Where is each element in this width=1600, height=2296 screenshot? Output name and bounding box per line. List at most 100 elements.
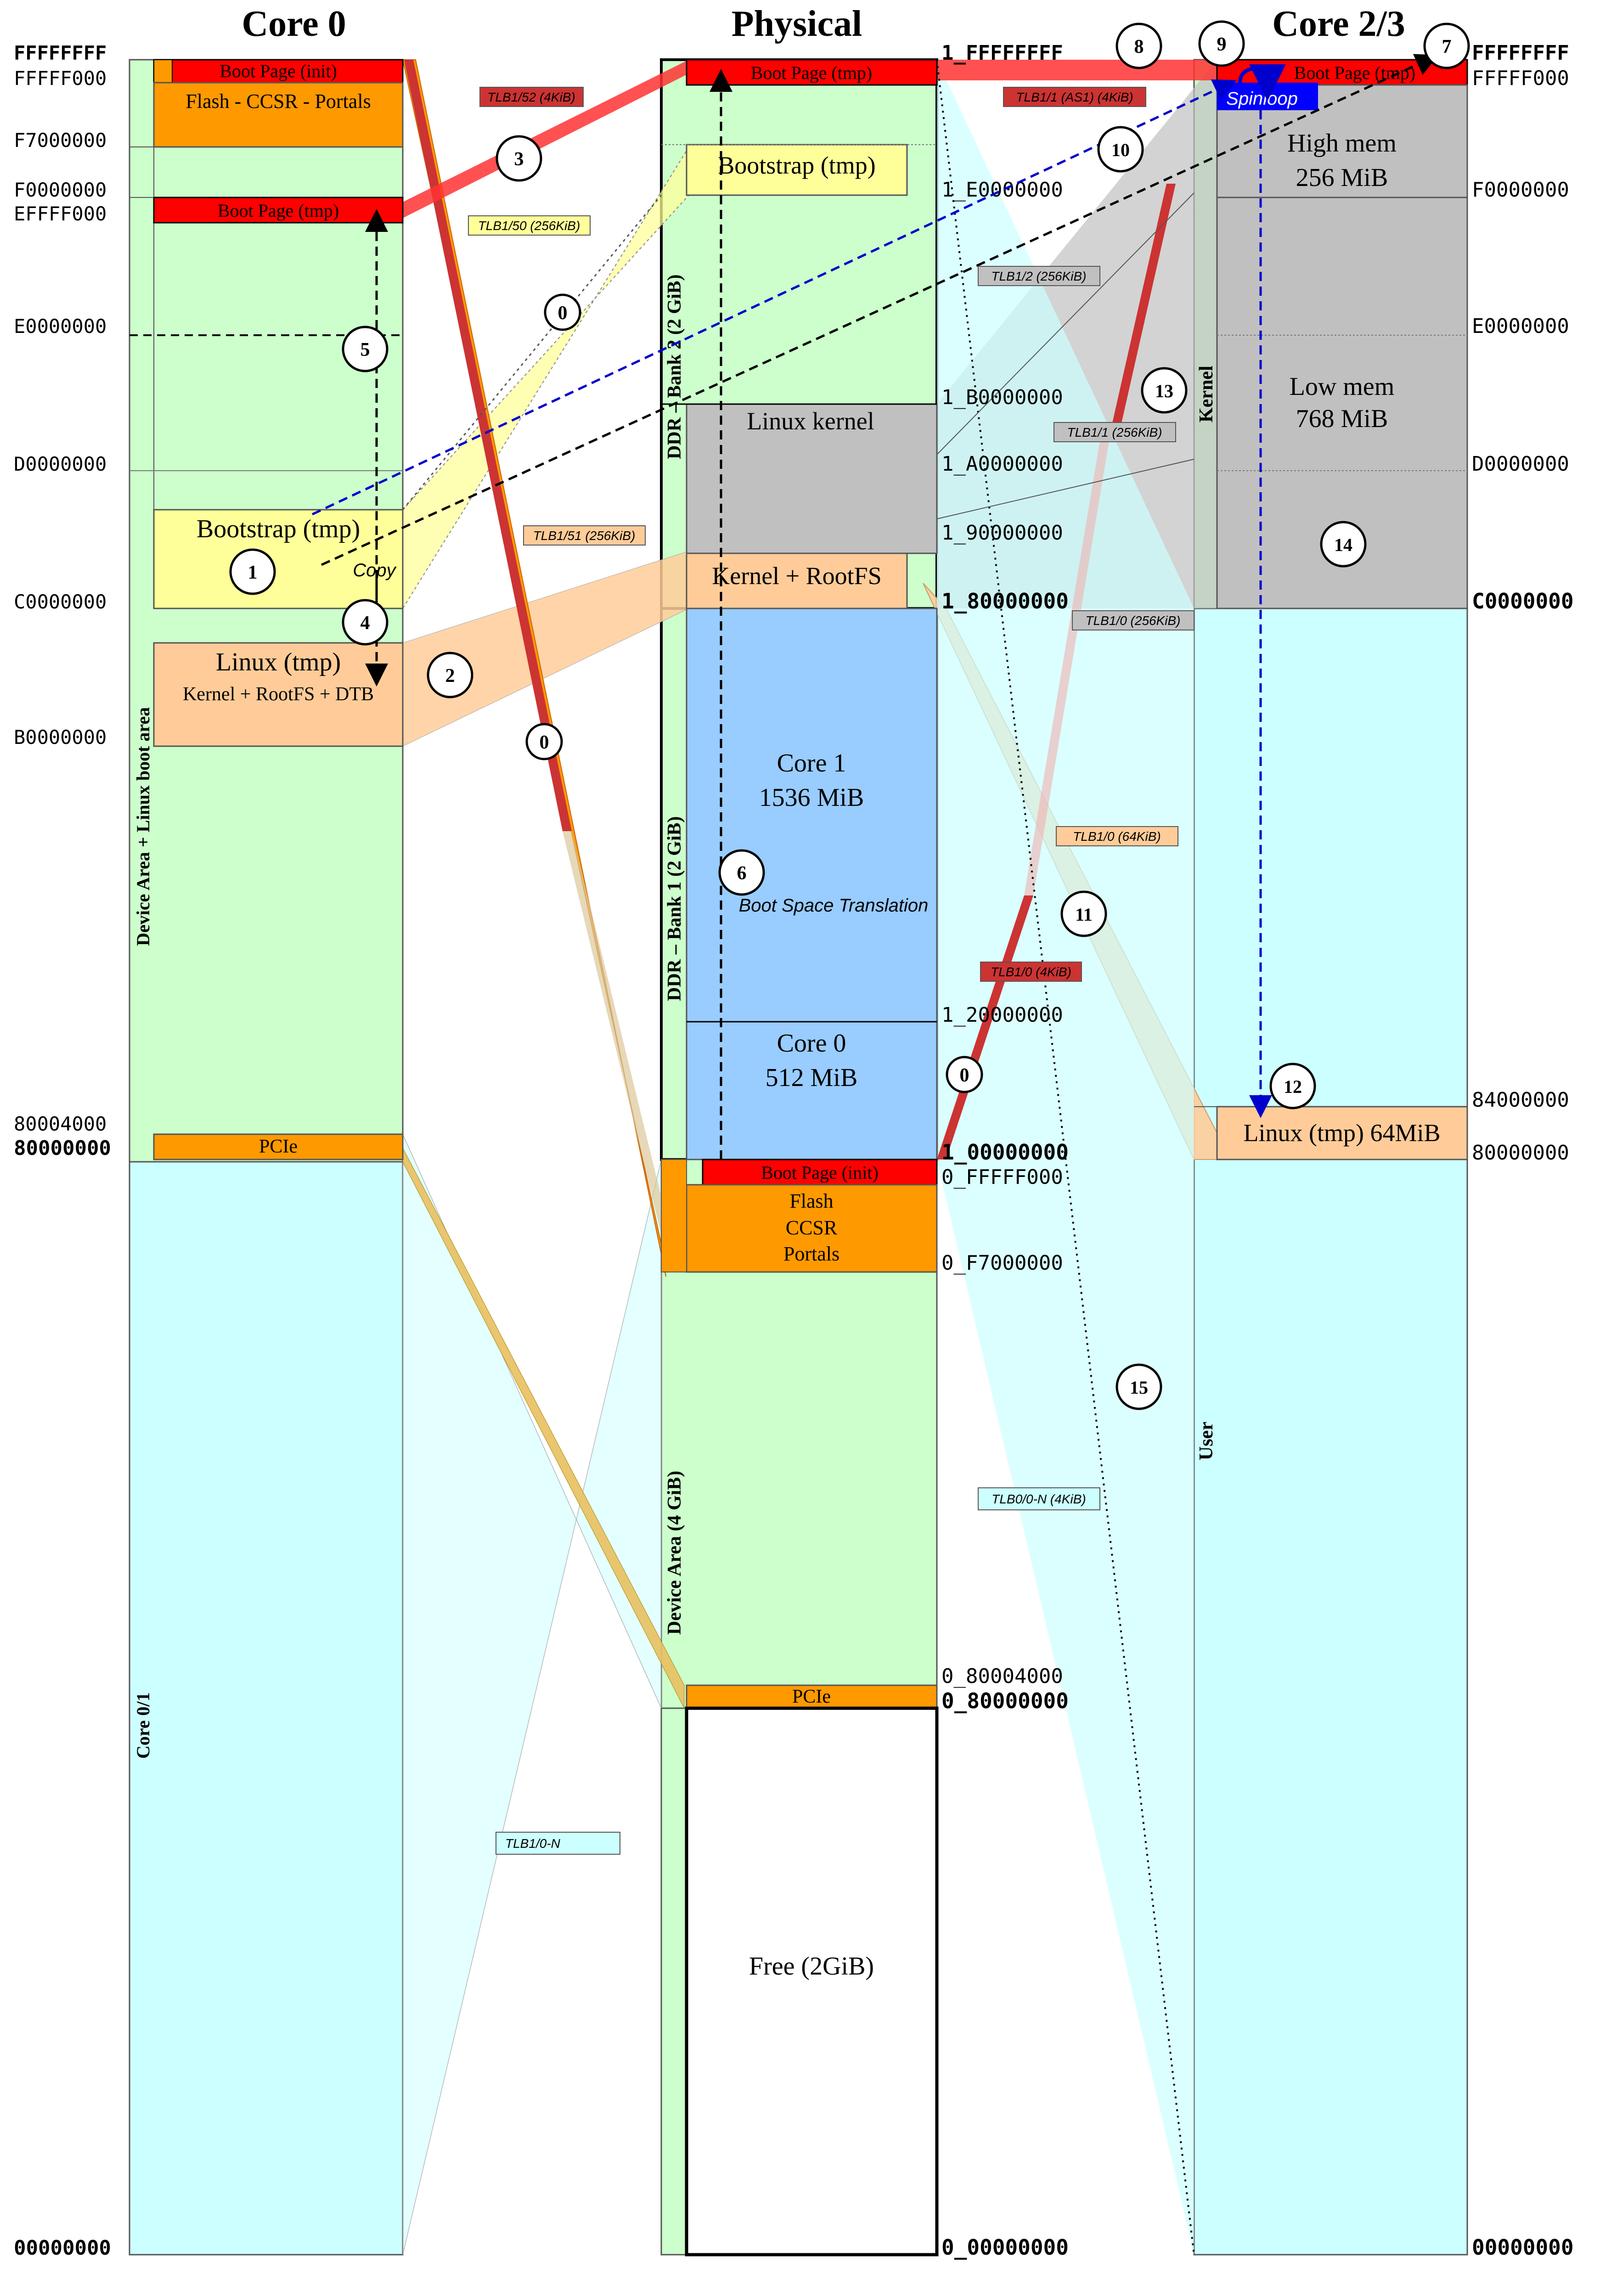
svg-text:12: 12 <box>1284 1076 1302 1097</box>
core0-addr-e0000000: E0000000 <box>14 315 107 338</box>
tlb-label-t11: TLB1/1 (256KiB) <box>1054 422 1176 442</box>
line-solid-1 <box>936 192 1194 455</box>
band-pink-fade <box>1024 427 1111 895</box>
band-cyan-physical <box>937 60 1194 2255</box>
phys-pcie-label: PCIe <box>792 1686 831 1707</box>
svg-text:0: 0 <box>960 1065 969 1086</box>
phys-core1-block <box>686 608 938 1023</box>
core23-addr-c0000000: C0000000 <box>1472 589 1574 613</box>
phys-addr-190000000: 1_90000000 <box>941 521 1063 545</box>
core23-addr-84000000: 84000000 <box>1472 1088 1569 1112</box>
tlb-label-t50: TLB1/50 (256KiB) <box>468 215 591 236</box>
core23-addr-ffffffff: FFFFFFFF <box>1472 41 1569 65</box>
core23-low-mem-label: Low mem <box>1290 372 1395 401</box>
core23-addr-e0000000: E0000000 <box>1472 315 1569 338</box>
core0-addr-fffff000: FFFFF000 <box>14 67 107 90</box>
core23-addr-f0000000: F0000000 <box>1472 178 1569 202</box>
phys-bank2-vertical-label: DDR – Bank 2 (2 GiB) <box>664 274 685 459</box>
phys-addr-080000000: 0_80000000 <box>941 1688 1069 1713</box>
phys-bank1-vertical-label: DDR – Bank 1 (2 GiB) <box>664 816 685 1001</box>
band-tlb1-4k-red <box>937 895 1033 1159</box>
core0-boot-init-strip <box>153 59 173 83</box>
phys-flash-label: Flash <box>789 1190 833 1212</box>
phys-boot-space-label: Boot Space Translation <box>739 895 929 916</box>
phys-addr-0f7000000: 0_F7000000 <box>941 1251 1063 1275</box>
svg-text:7: 7 <box>1442 36 1452 57</box>
core23-linux-tmp-label: Linux (tmp) 64MiB <box>1244 1119 1441 1147</box>
core0-linux-tmp-label: Linux (tmp) <box>216 648 341 676</box>
core23-low-mem-size: 768 MiB <box>1296 405 1388 433</box>
svg-text:TLB1/2 (256KiB): TLB1/2 (256KiB) <box>992 269 1087 283</box>
core23-addr-80000000: 80000000 <box>1472 1141 1569 1165</box>
tlb-label-t10-4: TLB1/0 (4KiB) <box>980 962 1082 982</box>
arrow-step10-black <box>321 54 1439 566</box>
core0-addr-80000000: 80000000 <box>14 1137 111 1160</box>
core0-boot-init-label: Boot Page (init) <box>220 61 337 81</box>
svg-text:15: 15 <box>1130 1377 1148 1398</box>
core01-vertical-label: Core 0/1 <box>133 1692 153 1759</box>
phys-linux-kernel-block <box>686 403 938 554</box>
svg-text:8: 8 <box>1134 36 1144 57</box>
step-15: 15 <box>1115 1363 1162 1410</box>
core0-bootstrap-label: Bootstrap (tmp) <box>197 515 360 543</box>
phys-portals-label: Portals <box>783 1243 839 1265</box>
phys-addr-1a0000000: 1_A0000000 <box>941 452 1063 476</box>
core0-addr-efffff000: EFFFF000 <box>14 203 107 225</box>
phys-ccsr-label: CCSR <box>786 1216 838 1239</box>
band-beige-fade <box>563 831 680 1272</box>
svg-text:TLB0/0-N (4KiB): TLB0/0-N (4KiB) <box>992 1492 1086 1506</box>
svg-text:10: 10 <box>1111 140 1130 160</box>
tlb-label-t52: TLB1/52 (4KiB) <box>479 87 584 107</box>
phys-bootstrap-block <box>686 144 908 196</box>
core23-title: Core 2/3 <box>1272 4 1405 44</box>
core0-linux-tmp-sublabel: Kernel + RootFS + DTB <box>183 684 374 705</box>
core0-boot-tmp-block <box>153 197 404 224</box>
step-3: 3 <box>496 135 542 182</box>
core23-high-mem-size: 256 MiB <box>1296 163 1388 192</box>
svg-text:TLB1/0 (4KiB): TLB1/0 (4KiB) <box>991 965 1071 979</box>
core0-pcie-block <box>153 1133 404 1160</box>
phys-core0-block <box>686 1021 938 1160</box>
arrow-step10-blue <box>311 79 1237 516</box>
svg-text:14: 14 <box>1334 535 1352 555</box>
core23-spinloop-label: Spinloop <box>1226 89 1298 109</box>
phys-boot-init-block <box>702 1159 938 1186</box>
step-14: 14 <box>1320 521 1367 568</box>
band-cyan-linux <box>402 1134 662 2255</box>
step-12: 12 <box>1269 1063 1316 1109</box>
spinloop-loop-icon <box>1238 64 1286 101</box>
phys-kernel-rootfs-label: Kernel + RootFS <box>712 562 881 590</box>
tlb-label-t10n: TLB1/0-N <box>496 1832 620 1855</box>
step-9: 9 <box>1198 20 1245 67</box>
phys-addr-100000000: 1_00000000 <box>941 1140 1069 1165</box>
core23-user-vertical-label: User <box>1196 1422 1217 1460</box>
core0-addr-80004000: 80004000 <box>14 1113 107 1135</box>
phys-linux-kernel-label: Linux kernel <box>747 407 874 435</box>
step-1: 1 <box>229 548 276 595</box>
line-dashed-core0 <box>402 195 662 510</box>
svg-text:TLB1/1 (256KiB): TLB1/1 (256KiB) <box>1067 425 1162 439</box>
svg-text:4: 4 <box>361 613 370 634</box>
core0-title: Core 0 <box>242 4 346 44</box>
step-6: 6 <box>718 849 765 896</box>
core0-addr-c0000000: C0000000 <box>14 591 107 613</box>
phys-flash-block <box>686 1184 938 1273</box>
phys-addr-0fffff000: 0_FFFFF000 <box>941 1165 1063 1189</box>
core0-boot-tmp-label: Boot Page (tmp) <box>218 200 339 221</box>
svg-text:11: 11 <box>1075 904 1093 925</box>
step-13: 13 <box>1141 367 1188 414</box>
core23-user-area <box>1193 608 1468 2256</box>
svg-text:0: 0 <box>558 303 568 324</box>
svg-text:1: 1 <box>248 562 258 583</box>
core0-addr-b0000000: B0000000 <box>14 726 107 748</box>
step-0-c: 0 <box>946 1056 983 1093</box>
svg-text:TLB1/0 (64KiB): TLB1/0 (64KiB) <box>1073 829 1161 844</box>
phys-pcie-block <box>686 1684 938 1709</box>
step-5: 5 <box>342 326 389 372</box>
core23-high-mem-label: High mem <box>1287 129 1397 158</box>
phys-addr-180000000: 1_80000000 <box>941 589 1069 613</box>
core0-user-area <box>129 1161 404 2256</box>
core23-boot-tmp-label: Boot Page (tmp) <box>1294 62 1415 83</box>
svg-text:5: 5 <box>361 339 370 360</box>
